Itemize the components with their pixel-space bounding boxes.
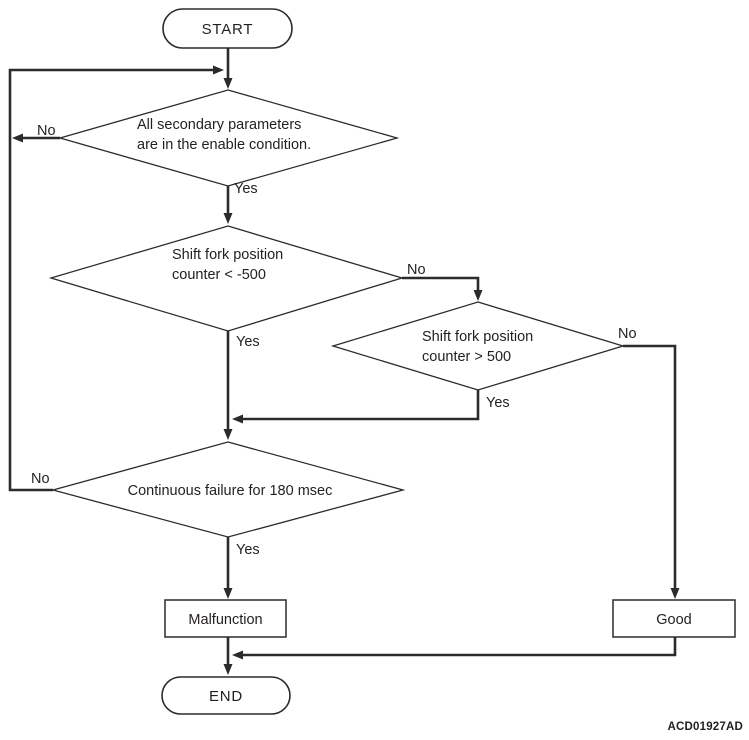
connector-loop-no-feedback	[8, 68, 213, 492]
decision3-diamond	[330, 301, 626, 391]
arrowhead-left	[232, 650, 243, 660]
start-label: START	[202, 21, 254, 38]
label-decision2-yes: Yes	[236, 334, 260, 350]
decision4-text: Continuous failure for 180 msec	[128, 483, 333, 499]
arrowhead-down	[670, 588, 680, 599]
connector-decision3-yes	[243, 390, 480, 421]
arrowhead-right	[213, 65, 224, 75]
arrowhead-down	[223, 588, 233, 599]
arrowhead-down	[223, 664, 233, 675]
label-decision4-yes: Yes	[236, 542, 260, 558]
decision1-text-line2: are in the enable condition.	[137, 137, 311, 153]
arrowhead-down	[223, 78, 233, 89]
decision2-text-line1: Shift fork position	[172, 247, 283, 263]
connector-decision2-no	[402, 276, 480, 290]
decision4-diamond	[50, 441, 406, 538]
label-decision3-yes: Yes	[486, 395, 510, 411]
arrowhead-down	[223, 429, 233, 440]
good-box	[612, 599, 736, 638]
decision1-diamond	[57, 89, 400, 187]
label-decision1-yes: Yes	[234, 181, 258, 197]
good-label: Good	[656, 612, 691, 628]
end-terminal	[161, 676, 291, 715]
label-decision2-no: No	[407, 262, 426, 278]
decision1-text-line1: All secondary parameters	[137, 117, 301, 133]
decision2-diamond	[48, 225, 405, 332]
decision3-text-line2: counter > 500	[422, 349, 511, 365]
decision2-text-line2: counter < -500	[172, 267, 266, 283]
connector-decision3-no	[623, 344, 677, 588]
connector-good-merge	[243, 637, 677, 657]
label-decision4-no: No	[31, 471, 50, 487]
end-label: END	[209, 688, 243, 705]
arrowhead-down	[473, 290, 483, 301]
malfunction-box	[164, 599, 287, 638]
decision3-text-line1: Shift fork position	[422, 329, 533, 345]
arrowhead-left	[12, 133, 23, 143]
malfunction-label: Malfunction	[188, 612, 262, 628]
arrowhead-down	[223, 213, 233, 224]
arrowhead-left	[232, 414, 243, 424]
figure-code: ACD01927AD	[667, 721, 743, 733]
start-terminal	[162, 8, 293, 49]
label-decision1-no: No	[37, 123, 56, 139]
label-decision3-no: No	[618, 326, 637, 342]
